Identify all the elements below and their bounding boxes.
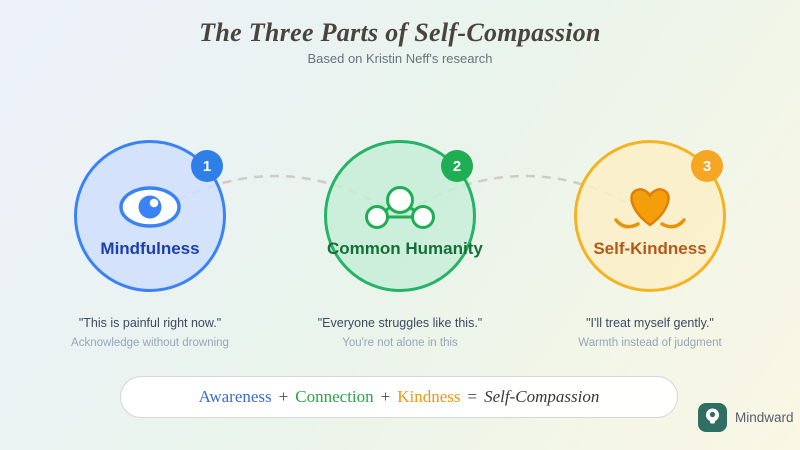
brand-name: Mindward xyxy=(735,410,794,425)
formula-bar: Awareness + Connection + Kindness = Self… xyxy=(120,376,678,418)
part-circle-self-kindness: 3 Self-Kindness xyxy=(574,140,726,292)
connector-path xyxy=(149,174,651,218)
heart-hands-icon xyxy=(610,179,690,242)
quote-block-common-humanity: "Everyone struggles like this." You're n… xyxy=(270,316,530,349)
step-badge-2: 2 xyxy=(441,150,473,182)
quote-block-self-kindness: "I'll treat myself gently." Warmth inste… xyxy=(520,316,780,349)
brand: Mindward xyxy=(698,403,794,432)
eye-icon xyxy=(118,185,182,234)
formula-term-kindness: Kindness xyxy=(397,387,461,406)
formula-result: Self-Compassion xyxy=(484,387,600,406)
quote-text: "Everyone struggles like this." xyxy=(317,316,483,330)
quote-caption: Acknowledge without drowning xyxy=(71,337,229,349)
part-label-self-kindness: Self-Kindness xyxy=(593,239,707,258)
group-icon xyxy=(364,185,436,236)
formula-term-awareness: Awareness xyxy=(198,387,272,406)
part-label-common-humanity: Common Humanity xyxy=(327,239,483,258)
quote-text: "This is painful right now." xyxy=(78,316,222,330)
plus-sign: + xyxy=(380,387,391,406)
part-label-mindfulness: Mindfulness xyxy=(100,239,200,258)
quote-caption: You're not alone in this xyxy=(342,337,458,349)
part-circle-mindfulness: 1 Mindfulness xyxy=(74,140,226,292)
quote-block-mindfulness: "This is painful right now." Acknowledge… xyxy=(20,316,280,349)
part-circle-common-humanity: 2 Common Humanity xyxy=(324,140,483,292)
plus-sign: + xyxy=(278,387,289,406)
page-subtitle: Based on Kristin Neff's research xyxy=(307,51,493,66)
quote-text: "I'll treat myself gently." xyxy=(586,316,714,330)
quote-caption: Warmth instead of judgment xyxy=(578,337,722,349)
equals-sign: = xyxy=(467,387,478,406)
step-badge-3: 3 xyxy=(691,150,723,182)
formula-term-connection: Connection xyxy=(295,387,374,406)
step-badge-1: 1 xyxy=(191,150,223,182)
mindward-logo-icon xyxy=(698,403,727,432)
page-title: The Three Parts of Self-Compassion xyxy=(199,18,601,47)
